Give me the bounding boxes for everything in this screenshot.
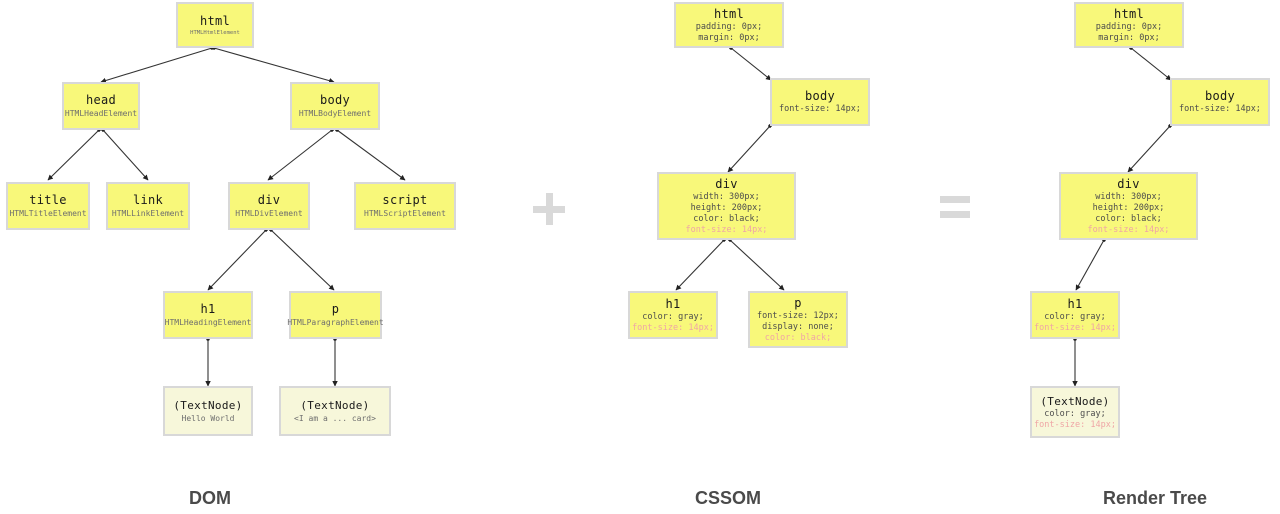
plus-operator	[533, 193, 565, 225]
node-tag: link	[132, 193, 164, 207]
node-property: margin: 0px;	[698, 32, 760, 43]
cssom-node-body[interactable]: body font-size: 14px;	[770, 78, 870, 126]
dom-node-textnode-p[interactable]: (TextNode) <I am a ... card>	[279, 386, 391, 436]
render-node-body[interactable]: body font-size: 14px;	[1170, 78, 1270, 126]
node-property-inherited: color: black;	[764, 332, 832, 343]
node-subtitle: HTMLTitleElement	[9, 209, 87, 218]
node-property: color: gray;	[1044, 311, 1106, 322]
equals-operator	[940, 196, 970, 220]
node-property: color: gray;	[642, 311, 704, 322]
dom-node-title[interactable]: title HTMLTitleElement	[6, 182, 90, 230]
node-tag: head	[85, 93, 117, 107]
node-property: color: gray;	[1044, 408, 1106, 419]
node-property-inherited: font-size: 14px;	[1087, 224, 1170, 235]
dom-node-head[interactable]: head HTMLHeadElement	[62, 82, 140, 130]
node-subtitle: HTMLHeadingElement	[164, 318, 252, 327]
dom-node-body[interactable]: body HTMLBodyElement	[290, 82, 380, 130]
node-property-inherited: font-size: 14px;	[685, 224, 768, 235]
node-tag: p	[331, 302, 340, 316]
node-property: padding: 0px;	[695, 21, 763, 32]
node-tag: html	[199, 13, 231, 28]
dom-node-p[interactable]: p HTMLParagraphElement	[287, 291, 384, 339]
node-tag: (TextNode)	[173, 399, 243, 412]
node-subtitle: HTMLParagraphElement	[287, 318, 384, 327]
node-tag: html	[1113, 6, 1145, 21]
node-property: display: none;	[762, 321, 834, 332]
node-property: margin: 0px;	[1098, 32, 1160, 43]
render-node-textnode[interactable]: (TextNode) color: gray; font-size: 14px;	[1030, 386, 1120, 438]
node-property: color: black;	[1095, 213, 1162, 224]
node-property-inherited: font-size: 14px;	[1034, 419, 1116, 430]
cssom-node-h1[interactable]: h1 color: gray; font-size: 14px;	[628, 291, 718, 339]
node-property: color: black;	[693, 213, 760, 224]
node-subtitle: Hello World	[181, 414, 235, 423]
dom-node-textnode-h1[interactable]: (TextNode) Hello World	[163, 386, 253, 436]
node-tag: p	[794, 295, 802, 310]
cssom-node-div[interactable]: div width: 300px; height: 200px; color: …	[657, 172, 796, 240]
node-tag: html	[713, 6, 745, 21]
node-property: font-size: 14px;	[779, 104, 861, 114]
render-node-h1[interactable]: h1 color: gray; font-size: 14px;	[1030, 291, 1120, 339]
dom-node-script[interactable]: script HTMLScriptElement	[354, 182, 456, 230]
node-tag: script	[382, 193, 428, 207]
caption-dom: DOM	[189, 488, 231, 508]
node-tag: (TextNode)	[300, 399, 370, 412]
node-tag: div	[257, 193, 281, 207]
node-subtitle: HTMLLinkElement	[111, 209, 185, 218]
node-property: height: 200px;	[690, 202, 763, 213]
dom-node-h1[interactable]: h1 HTMLHeadingElement	[163, 291, 253, 339]
node-subtitle: HTMLHeadElement	[64, 109, 138, 118]
node-tag: div	[715, 176, 738, 191]
node-property: width: 300px;	[693, 191, 760, 202]
caption-render-tree: Render Tree	[1102, 488, 1208, 508]
node-property-inherited: font-size: 14px;	[1034, 322, 1116, 333]
node-subtitle: HTMLBodyElement	[298, 109, 372, 118]
dom-node-html[interactable]: html HTMLHtmlElement	[176, 2, 254, 48]
node-tag: (TextNode)	[1040, 394, 1110, 408]
dom-node-div[interactable]: div HTMLDivElement	[228, 182, 310, 230]
node-subtitle: <I am a ... card>	[294, 414, 376, 423]
node-property-inherited: font-size: 14px;	[632, 322, 714, 333]
node-property: font-size: 14px;	[1179, 104, 1261, 114]
node-tag: h1	[665, 296, 681, 311]
node-tag: body	[804, 89, 836, 103]
dom-node-link[interactable]: link HTMLLinkElement	[106, 182, 190, 230]
render-node-div[interactable]: div width: 300px; height: 200px; color: …	[1059, 172, 1198, 240]
node-property: height: 200px;	[1092, 202, 1165, 213]
node-subtitle: HTMLScriptElement	[364, 209, 446, 218]
node-subtitle: HTMLDivElement	[235, 209, 303, 218]
cssom-node-p[interactable]: p font-size: 12px; display: none; color:…	[748, 291, 848, 348]
render-node-html[interactable]: html padding: 0px; margin: 0px;	[1074, 2, 1184, 48]
node-tag: h1	[1067, 296, 1083, 311]
node-property: font-size: 12px;	[757, 310, 839, 321]
node-tag: h1	[200, 302, 216, 316]
node-tag: title	[29, 193, 67, 207]
node-tag: body	[319, 93, 351, 107]
node-subtitle: HTMLHtmlElement	[190, 29, 240, 36]
caption-cssom: CSSOM	[694, 488, 761, 508]
node-tag: body	[1204, 89, 1236, 103]
cssom-node-html[interactable]: html padding: 0px; margin: 0px;	[674, 2, 784, 48]
node-tag: div	[1117, 176, 1140, 191]
node-property: width: 300px;	[1095, 191, 1162, 202]
node-property: padding: 0px;	[1095, 21, 1163, 32]
